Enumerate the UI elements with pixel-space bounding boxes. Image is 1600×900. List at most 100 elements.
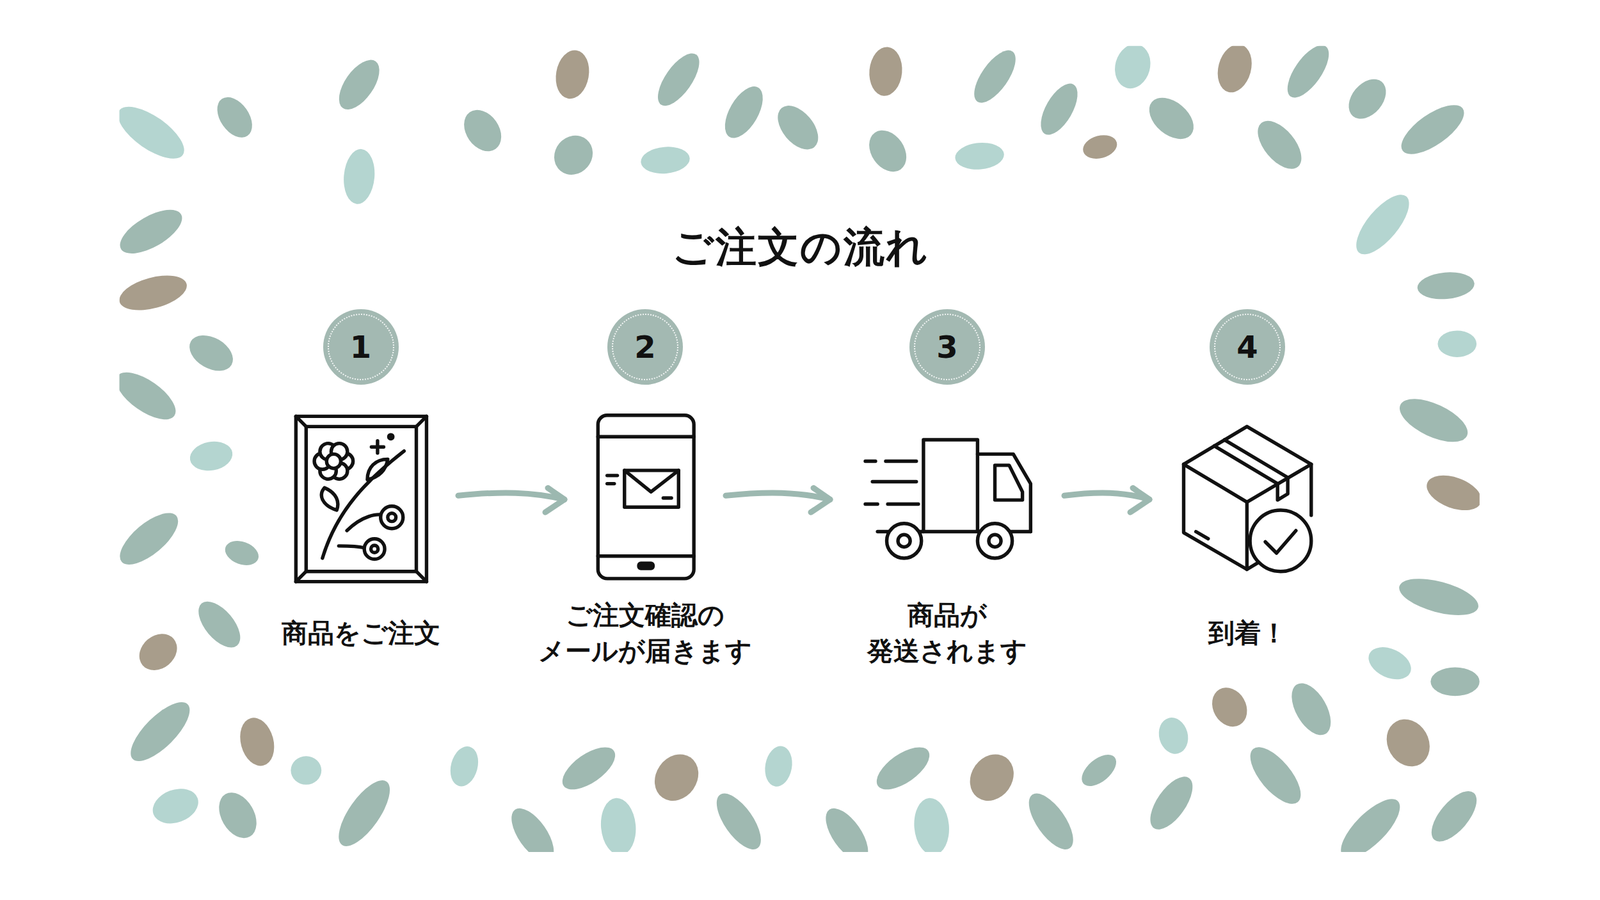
blob — [1363, 640, 1416, 686]
blob — [640, 144, 692, 176]
blob — [1423, 783, 1480, 849]
blob — [119, 504, 187, 574]
hub — [897, 534, 911, 547]
blob — [119, 97, 193, 169]
blob — [290, 755, 322, 785]
flower-center — [326, 453, 341, 468]
blob — [1205, 680, 1254, 733]
blob — [1280, 46, 1337, 105]
blob — [446, 743, 483, 790]
blob — [119, 200, 189, 263]
blob — [330, 53, 388, 117]
big-flower — [314, 443, 354, 480]
tape — [1214, 439, 1288, 500]
blob — [961, 745, 1023, 809]
blob — [119, 363, 184, 429]
small-flower-center — [371, 545, 379, 553]
blob — [717, 80, 771, 145]
teal-blobs — [119, 46, 1480, 852]
blob — [1332, 790, 1410, 852]
process-step: 3商品が 発送されます — [862, 416, 1033, 582]
blob — [1430, 667, 1480, 697]
speed-lines — [865, 461, 919, 505]
blob — [912, 796, 952, 852]
blob — [131, 626, 185, 678]
blob — [867, 46, 904, 98]
motion-lines — [607, 475, 672, 498]
blob — [1395, 571, 1480, 623]
phone-button — [638, 563, 653, 569]
sparkle-dot — [388, 434, 393, 439]
blob — [456, 103, 509, 159]
blob — [209, 90, 260, 144]
blob — [769, 97, 827, 157]
blob — [1437, 330, 1477, 357]
frame-inner — [305, 426, 416, 571]
phone-body — [597, 415, 694, 579]
blob — [503, 801, 562, 852]
blob — [119, 268, 191, 317]
blob — [187, 438, 235, 475]
blob — [650, 46, 708, 112]
confetti-border — [119, 46, 1480, 852]
step-caption: 到着！ — [1125, 615, 1369, 651]
step-number: 1 — [323, 309, 399, 385]
flow-arrow — [725, 487, 831, 512]
blob — [817, 801, 877, 852]
frame-corners — [295, 416, 427, 582]
arrow-shaft — [458, 492, 565, 500]
process-step: 4到着！ — [1181, 416, 1314, 582]
blob — [708, 786, 770, 852]
blob — [762, 743, 796, 789]
sparkle — [371, 440, 384, 454]
process-step: 1商品をご注文 — [295, 416, 427, 582]
blob — [221, 536, 262, 569]
blob — [598, 796, 639, 852]
blob — [341, 147, 377, 206]
blob — [1155, 714, 1193, 758]
blob — [861, 123, 914, 180]
arrow-head — [810, 487, 831, 512]
blob — [1142, 769, 1201, 837]
small-flower — [364, 538, 385, 560]
blob — [1141, 89, 1202, 148]
arrow-shaft — [1064, 492, 1150, 500]
phone-mail-icon — [597, 415, 694, 579]
arrow-shaft — [725, 492, 831, 500]
step-number: 4 — [1209, 309, 1286, 385]
blob — [1020, 786, 1082, 852]
delivery-truck-icon — [865, 439, 1031, 559]
blob — [1075, 748, 1122, 793]
blob — [555, 739, 623, 798]
check-circle — [1249, 510, 1312, 572]
step-number: 3 — [909, 309, 985, 385]
blob — [1283, 676, 1339, 742]
process-step: 2ご注文確認の メールが届きます — [596, 416, 694, 582]
small-flower-center — [387, 513, 397, 522]
blob — [1378, 711, 1439, 774]
flow-arrow — [1064, 487, 1150, 512]
icons — [295, 415, 1311, 582]
brown-blobs — [119, 46, 1480, 810]
blob — [869, 739, 937, 798]
blob — [966, 46, 1024, 110]
blob — [552, 47, 594, 102]
blob — [1212, 46, 1257, 97]
blob — [122, 693, 200, 770]
small-flower — [380, 506, 404, 529]
blob — [183, 328, 239, 379]
envelope-flap — [624, 470, 680, 492]
parcel-check-icon — [1183, 426, 1311, 571]
arrow-head — [545, 487, 565, 512]
blob — [1393, 96, 1472, 164]
title: ご注文の流れ — [672, 219, 930, 276]
envelope — [624, 470, 680, 507]
blob — [954, 140, 1006, 172]
blob — [1422, 468, 1480, 517]
arrow-head — [1130, 487, 1150, 512]
box-top — [1183, 426, 1311, 502]
cargo — [923, 439, 978, 532]
